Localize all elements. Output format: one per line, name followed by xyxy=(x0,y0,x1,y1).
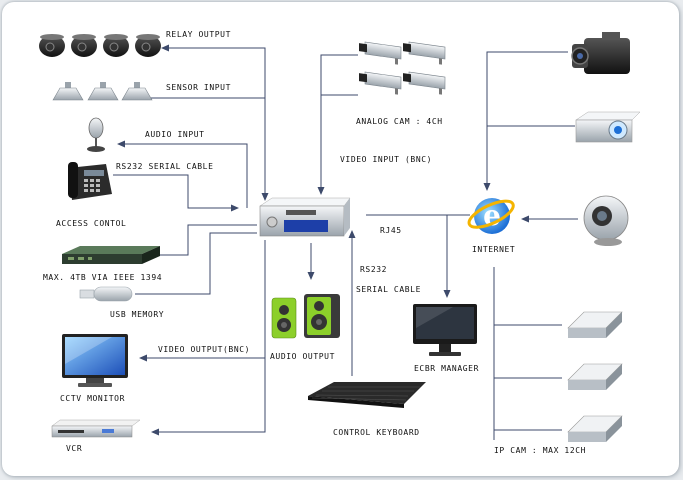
webcam-icon xyxy=(583,195,629,246)
camcorder-icon xyxy=(571,32,630,74)
box-camera-icon xyxy=(359,41,446,95)
dvr-unit-icon xyxy=(259,197,351,237)
ip-camera-icon xyxy=(567,311,623,442)
access-control-label: ACCESS CONTOL xyxy=(56,219,127,228)
keyboard-icon xyxy=(308,382,426,408)
sensor-icon xyxy=(52,82,153,101)
rs232-label: RS232 xyxy=(360,265,388,274)
audio-input-label: AUDIO INPUT xyxy=(145,130,205,139)
monitor-icon xyxy=(413,304,477,356)
usb-stick-icon xyxy=(79,286,133,302)
ip-cam-label: IP CAM : MAX 12CH xyxy=(494,446,587,455)
storage-device-icon xyxy=(62,246,160,264)
projector-icon xyxy=(575,111,641,143)
max-storage-label: MAX. 4TB VIA IEEE 1394 xyxy=(43,273,163,282)
video-input-bnc-label: VIDEO INPUT (BNC) xyxy=(340,155,433,164)
sensor-input-label: SENSOR INPUT xyxy=(166,83,231,92)
speaker-icon xyxy=(271,294,340,339)
telephone-icon xyxy=(68,162,112,200)
rs232-serial-cable-label: RS232 SERIAL CABLE xyxy=(116,162,214,171)
rj45-label: RJ45 xyxy=(380,226,402,235)
monitor-icon xyxy=(62,334,128,387)
serial-cable-label: SERIAL CABLE xyxy=(356,285,421,294)
dome-camera-icon xyxy=(39,34,161,57)
connection-lines xyxy=(113,44,578,440)
audio-output-label: AUDIO OUTPUT xyxy=(270,352,335,361)
ecbr-manager-label: ECBR MANAGER xyxy=(414,364,479,373)
vcr-icon xyxy=(51,419,141,438)
internet-explorer-icon: e xyxy=(467,198,515,234)
usb-memory-label: USB MEMORY xyxy=(110,310,165,319)
relay-output-label: RELAY OUTPUT xyxy=(166,30,231,39)
analog-cam-label: ANALOG CAM : 4CH xyxy=(356,117,443,126)
microphone-icon xyxy=(87,117,105,152)
internet-label: INTERNET xyxy=(472,245,516,254)
cctv-monitor-label: CCTV MONITOR xyxy=(60,394,125,403)
video-output-bnc-label: VIDEO OUTPUT(BNC) xyxy=(158,345,251,354)
vcr-label: VCR xyxy=(66,444,83,453)
control-keyboard-label: CONTROL KEYBOARD xyxy=(333,428,420,437)
